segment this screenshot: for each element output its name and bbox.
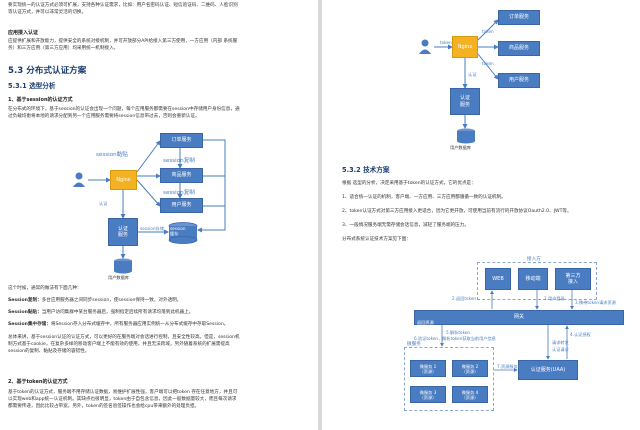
practice-session-copy-title: Session复制： bbox=[8, 298, 42, 303]
mobile-box: 移动端 bbox=[518, 268, 548, 290]
intro-line-1: 要实现统一的认证方式必须可扩展，支持各种认证需求，比如：用户名密码认证、短信验证… bbox=[8, 3, 238, 8]
practice-session-stick-title: Session黏贴： bbox=[8, 310, 42, 315]
microservice-title: 微服务 bbox=[407, 342, 421, 347]
practice-session-stick: Session黏贴：当用户访问集群中某台服务器后，强制指定后续所有请求均落到此机… bbox=[8, 310, 314, 316]
subsection-title-2: 5.3.2 技术方案 bbox=[342, 166, 390, 174]
user-db-cylinder-2 bbox=[456, 128, 476, 144]
session-copy-label-1: session复制 bbox=[163, 158, 195, 164]
token-verify-label: 6.验证token，解析token获取当前用户信息 bbox=[414, 336, 496, 341]
tech-point-1: 1、适合统一认证的机制，客户端、一方应用、三方应用都遵循一致的认证机制。 bbox=[342, 195, 506, 200]
user-service-box: 用户服务 bbox=[160, 198, 203, 213]
app-auth-title: 应用接入认证 bbox=[8, 30, 39, 36]
access-title: 接入方 bbox=[527, 257, 541, 262]
right-page: Nginx 订单服务 商品服务 用户服务 认证 服务 用户数据库 token t… bbox=[322, 0, 640, 430]
intro-line-2: 等认证方式，并可以非常灵活的切换。 bbox=[8, 10, 87, 15]
return-resource-label: 返回资源 bbox=[417, 320, 434, 325]
resource-4-box: 微服务 4 （资源） bbox=[452, 386, 488, 403]
app-auth-line-2: 务）和三方应用（第三方应用）均采用统一机制接入。 bbox=[8, 46, 119, 51]
session-diagram-connectors bbox=[88, 139, 226, 259]
tech-point-2: 2、token认证方式对第三方应用接入更适合，因为它更开放，可使用当前有流行的开… bbox=[342, 209, 572, 214]
gateway-auth-label: 4.认证授权 bbox=[570, 332, 591, 337]
resource-auth-label: 7.资源服务授权 bbox=[497, 364, 527, 369]
session-copy-label-2: session复制 bbox=[163, 190, 195, 196]
item2-line-2: 以实现web和app统一认证机制。其缺点也很明显，token由于自包含信息，因此… bbox=[8, 397, 237, 402]
item1-line-1: 在分布式的环境下，基于session的认证会出现一个问题，每个应用服务都需要在s… bbox=[8, 107, 240, 112]
item1-line-2: 过负载均衡将本地的请求分配到另一个应用服务需要将session信息带过去，否则会… bbox=[8, 114, 200, 119]
auth-service-box-2: 认证 服务 bbox=[450, 88, 480, 115]
token-diagram-connectors bbox=[434, 19, 499, 129]
auth-service-box: 认证 服务 bbox=[108, 218, 138, 246]
nginx-box-2: Nginx bbox=[452, 36, 478, 58]
practice-session-stick-text: 当用户访问集群中某台服务器后，强制指定后续所有请求均落到此机器上。 bbox=[41, 310, 194, 315]
resource-3-box: 微服务 3 （资源） bbox=[410, 386, 446, 403]
nginx-box: Nginx bbox=[110, 170, 137, 190]
auth-uaa-box: 认证服务(UAA) bbox=[518, 360, 578, 380]
subsection-title: 5.3.1 选型分析 bbox=[8, 82, 56, 90]
section-title: 5.3 分布式认证方案 bbox=[8, 66, 87, 76]
user-db-label-2: 用户数据库 bbox=[450, 145, 471, 150]
summary-line-2: 制方式基于cookie，在复杂多样的移动客户端上不能有效的使用，并且无法跨域，另… bbox=[8, 342, 230, 347]
client-icon bbox=[72, 172, 86, 188]
item2-line-3: 都需要传递，因此比较占带宽。另外，token的签名验签操作也会给cpu带来额外的… bbox=[8, 404, 200, 409]
page-divider bbox=[318, 0, 322, 430]
practice-session-central: Session集中存储：将Session存入分布式缓存中，所有服务器应用实例统一… bbox=[8, 322, 314, 328]
session-stick-label: session黏贴 bbox=[96, 152, 128, 158]
tech-intro: 根据 选型的分析，决定采用基于token的认证方式，它的优点是： bbox=[342, 181, 476, 186]
session-storage-label: session存储 bbox=[140, 226, 164, 231]
token-label-1: token bbox=[440, 40, 452, 45]
user-service-box-2: 用户服务 bbox=[498, 73, 540, 88]
token-label-3: token bbox=[482, 61, 494, 66]
session-store-cylinder bbox=[168, 222, 198, 244]
resource-1-box: 微服务 1 （资源） bbox=[410, 360, 446, 377]
session-store-label: session 缓存 bbox=[170, 226, 186, 236]
practice-session-copy: Session复制：多台应用服务器之间同步session，使session保持一… bbox=[8, 298, 314, 304]
carry-token-label: 3.携带token请求资源 bbox=[575, 300, 616, 305]
third-party-box: 第三方 接入 bbox=[555, 268, 591, 290]
login-request-label: 认证请求 bbox=[552, 347, 569, 352]
left-page: 要实现统一的认证方式必须可扩展，支持各种认证需求，比如：用户名密码认证、短信验证… bbox=[0, 0, 318, 430]
order-service-box-2: 订单服务 bbox=[498, 10, 540, 25]
auth-label: 认证 bbox=[99, 201, 108, 206]
order-service-box: 订单服务 bbox=[160, 133, 203, 148]
practice-session-copy-text: 多台应用服务器之间同步session，使session保持一致，对外透明。 bbox=[41, 298, 182, 303]
parse-token-label: 5.解析token bbox=[446, 330, 471, 335]
goods-service-box: 商品服务 bbox=[160, 168, 203, 183]
item2-line-1: 基于token的认证方式，服务端不用存储认证数据，易维护扩展性强，客户端可以把t… bbox=[8, 390, 238, 395]
gateway-box: 网关 bbox=[414, 310, 624, 325]
token-label-2: token bbox=[482, 29, 494, 34]
app-auth-line-1: 应提供扩展和开放能力，提供安全的系统对接机制，并可开放部分API给接入第三方使用… bbox=[8, 39, 238, 44]
auth-label-2: 认证 bbox=[468, 72, 477, 77]
user-db-cylinder bbox=[113, 258, 133, 274]
forward-request-label: 请求转发 bbox=[552, 340, 569, 345]
summary-line-1: 总体来讲，基于session认证的认证方式，可以更好的在服务端对会话进行控制，且… bbox=[8, 335, 240, 340]
architecture-diagram-connectors bbox=[440, 290, 574, 372]
client-icon-2 bbox=[418, 39, 432, 55]
practice-session-central-text: 将Session存入分布式缓存中，所有服务器应用实例统一从分布式缓存中存取Ses… bbox=[50, 322, 229, 327]
return-token-label: 2.返回token bbox=[452, 296, 477, 301]
diagram-caption: 分布式系统认证技术方案见下图： bbox=[342, 237, 411, 242]
web-box: WEB bbox=[485, 268, 511, 290]
resource-2-box: 微服务 2 （资源） bbox=[452, 360, 488, 377]
tech-point-3: 3、一般情况服务端无需存储会话信息，减轻了服务端的压力。 bbox=[342, 223, 469, 228]
practice-session-central-title: Session集中存储： bbox=[8, 322, 51, 327]
user-login-label: 1.用户登录 bbox=[544, 296, 565, 301]
item2-title: 2、基于token的认证方式 bbox=[8, 379, 68, 385]
summary-line-3: session的复制、黏贴及存储的容错性。 bbox=[8, 349, 90, 354]
microservice-area bbox=[404, 347, 494, 411]
goods-service-box-2: 商品服务 bbox=[498, 41, 540, 56]
practice-intro: 这个时候，通常的做法有下面几种： bbox=[8, 286, 82, 291]
item1-title: 1、基于session的认证方式 bbox=[8, 97, 73, 103]
user-db-label: 用户数据库 bbox=[108, 275, 129, 280]
